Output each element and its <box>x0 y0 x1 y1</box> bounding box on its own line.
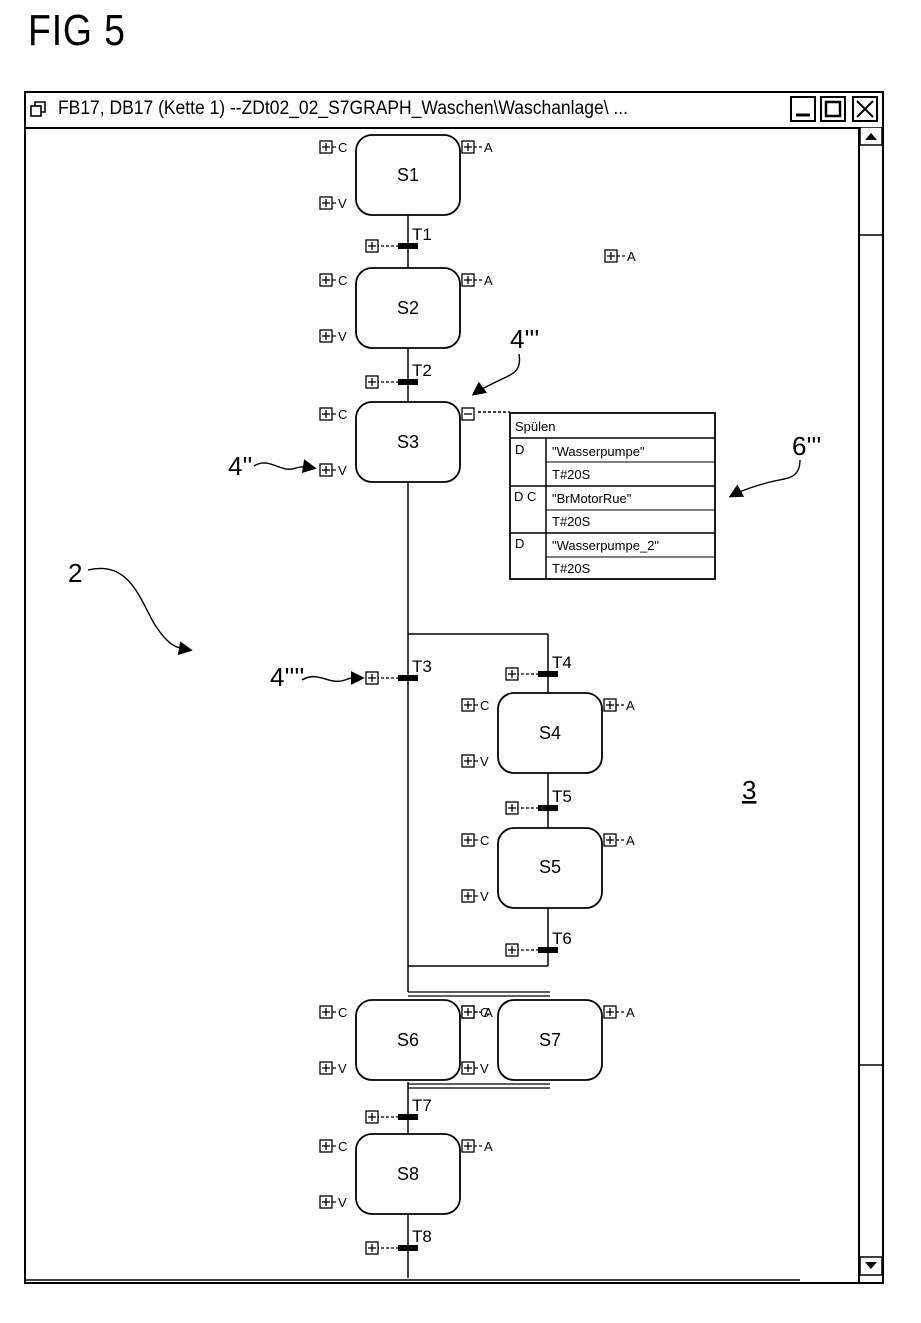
window-title: FB17, DB17 (Kette 1) --ZDt02_02_S7GRAPH_… <box>58 98 628 120</box>
minimize-button[interactable] <box>790 96 816 122</box>
minimize-icon <box>792 98 814 120</box>
maximize-button[interactable] <box>820 96 846 122</box>
window-restore-icon[interactable] <box>30 101 46 117</box>
sfc-editor-window: FB17, DB17 (Kette 1) --ZDt02_02_S7GRAPH_… <box>24 91 884 1284</box>
vertical-scrollbar[interactable] <box>858 127 882 1282</box>
maximize-icon <box>822 98 844 120</box>
close-button[interactable] <box>852 96 878 122</box>
title-bar[interactable]: FB17, DB17 (Kette 1) --ZDt02_02_S7GRAPH_… <box>26 93 882 129</box>
close-icon <box>854 98 876 120</box>
scrollbar-graphics <box>860 127 882 1284</box>
